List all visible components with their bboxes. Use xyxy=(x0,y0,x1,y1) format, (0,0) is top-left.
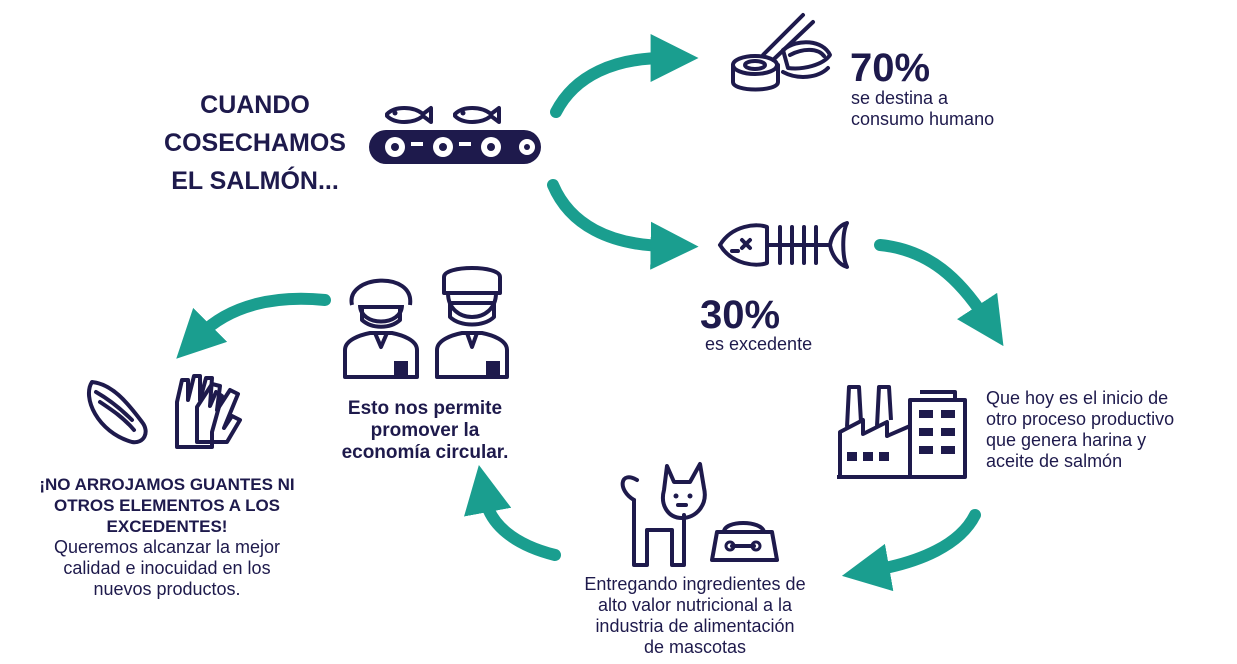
intro-title: CUANDO COSECHAMOS EL SALMÓN... xyxy=(150,86,360,200)
intro-line-3: EL SALMÓN... xyxy=(171,167,339,195)
arrow-to-factory xyxy=(874,239,1004,347)
mask-gloves-icon xyxy=(86,374,242,449)
process-line-4: aceite de salmón xyxy=(986,451,1123,471)
gloves-bold-3: EXCEDENTES! xyxy=(106,517,228,536)
process-line-1: Que hoy es el inicio de xyxy=(986,388,1169,408)
gloves-text: ¡NO ARROJAMOS GUANTES NI OTROS ELEMENTOS… xyxy=(22,474,312,600)
fish-bone-icon xyxy=(718,221,849,269)
process-line-2: otro proceso productivo xyxy=(986,409,1175,429)
gloves-line-2: calidad e inocuidad en los xyxy=(63,558,271,578)
arrow-to-surplus xyxy=(547,179,699,270)
intro-line-1: CUANDO xyxy=(200,91,310,119)
sushi-icon xyxy=(731,13,832,92)
factory-icon xyxy=(837,385,967,479)
surplus-percent: 30% xyxy=(700,293,781,337)
pets-line-3: industria de alimentación xyxy=(595,616,795,636)
pets-line-2: alto valor nutricional a la xyxy=(597,595,793,615)
arrow-to-circular xyxy=(464,464,561,561)
consumption-text: se destina a consumo humano xyxy=(851,88,994,130)
circular-line-1: Esto nos permite xyxy=(347,398,503,419)
circular-text: Esto nos permite promover la economía ci… xyxy=(325,398,525,464)
pets-line-4: de mascotas xyxy=(643,637,747,657)
gloves-line-3: nuevos productos. xyxy=(93,579,241,599)
process-text: Que hoy es el inicio de otro proceso pro… xyxy=(986,388,1174,472)
arrow-to-consumption xyxy=(550,34,699,118)
gloves-bold-1: ¡NO ARROJAMOS GUANTES NI xyxy=(39,475,295,494)
consumption-line-2: consumo humano xyxy=(851,109,995,129)
workers-icon xyxy=(343,266,509,379)
surplus-text: es excedente xyxy=(705,334,813,354)
circular-line-2: promover la xyxy=(370,420,480,441)
arrow-to-gloves xyxy=(176,292,331,359)
pets-text: Entregando ingredientes de alto valor nu… xyxy=(560,574,830,658)
intro-line-2: COSECHAMOS xyxy=(164,129,346,157)
gloves-bold-2: OTROS ELEMENTOS A LOS xyxy=(53,496,281,515)
dog-food-icon xyxy=(620,462,779,567)
process-line-3: que genera harina y xyxy=(986,430,1147,450)
consumption-percent: 70% xyxy=(850,46,931,90)
circular-line-3: economía circular. xyxy=(341,442,509,463)
gloves-line-1: Queremos alcanzar la mejor xyxy=(53,537,281,557)
conveyor-fish-icon xyxy=(369,106,541,164)
consumption-line-1: se destina a xyxy=(851,88,949,108)
arrow-to-pets xyxy=(841,509,981,592)
pets-line-1: Entregando ingredientes de xyxy=(584,574,806,594)
